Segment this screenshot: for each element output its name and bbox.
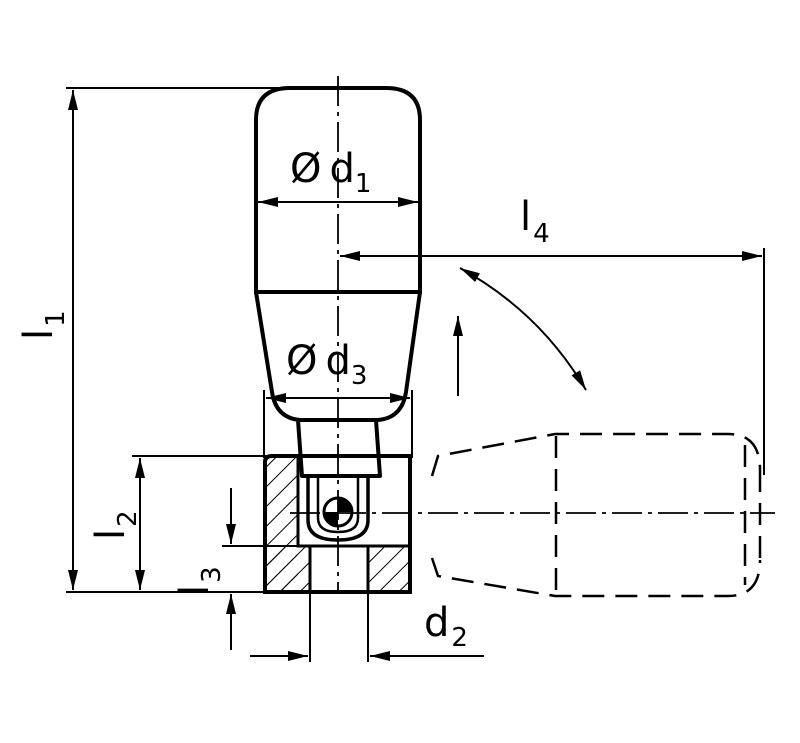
label-l1: l1 <box>16 310 71 340</box>
centerlines <box>290 76 775 592</box>
label-l3: l3 <box>172 566 227 596</box>
l3-index: 3 <box>197 566 227 583</box>
l4-index: 4 <box>533 219 550 249</box>
svg-text:l3: l3 <box>172 566 227 596</box>
grip-neck <box>296 419 382 478</box>
label-l4: l4 <box>520 194 550 249</box>
l2-index: 2 <box>113 510 143 527</box>
d2-letter: d <box>424 600 449 646</box>
pivot-ball-shade <box>324 512 338 526</box>
d1-diameter-symbol: Ø <box>290 146 321 192</box>
ball-socket-inner <box>316 478 360 534</box>
label-d2: d2 <box>424 600 468 653</box>
d1-letter: d <box>329 146 354 192</box>
l3-letter: l <box>172 585 218 596</box>
svg-text:Ød1: Ød1 <box>290 146 371 199</box>
d3-letter: d <box>325 338 350 384</box>
l2-letter: l <box>88 529 134 540</box>
label-l2: l2 <box>88 510 143 540</box>
svg-text:d2: d2 <box>424 600 468 653</box>
hub-hatch-bottom-right <box>368 546 410 592</box>
pivot-ball-shade-2 <box>338 498 352 512</box>
svg-text:l2: l2 <box>88 510 143 540</box>
svg-text:Ød3: Ød3 <box>286 338 367 391</box>
l1-index: 1 <box>41 310 71 327</box>
d2-index: 2 <box>451 623 468 653</box>
l1-letter: l <box>16 329 62 340</box>
hub-hatch-bottom-left <box>265 546 310 592</box>
d3-diameter-symbol: Ø <box>286 338 317 384</box>
folded-grip-top <box>430 432 762 477</box>
svg-text:l4: l4 <box>520 194 550 249</box>
svg-text:l1: l1 <box>16 310 71 340</box>
d3-index: 3 <box>351 361 368 391</box>
dimension-lines <box>66 87 765 662</box>
swing-arc-arrow <box>459 267 587 391</box>
d1-index: 1 <box>355 169 372 199</box>
l4-letter: l <box>520 194 531 240</box>
folded-grip-bottom <box>430 557 762 598</box>
folded-handle-outline <box>430 432 762 598</box>
